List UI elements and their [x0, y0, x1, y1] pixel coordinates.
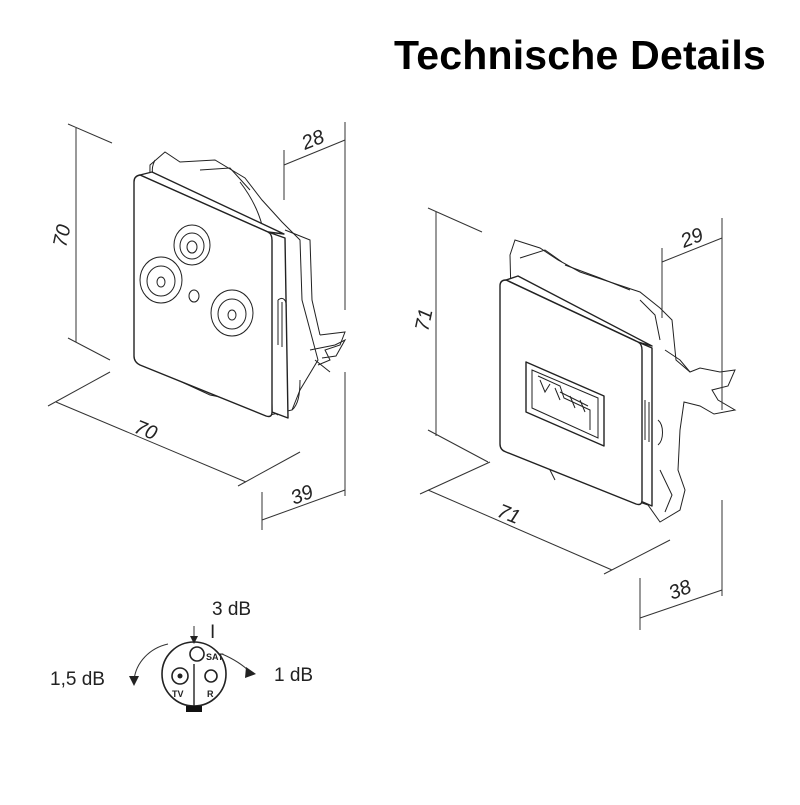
left-width-label: 70 [131, 416, 160, 445]
port-tv-label: TV [172, 689, 184, 699]
top-marker-label: I [210, 622, 215, 643]
top-loss-label: 3 dB [212, 599, 251, 620]
left-dimension-lines [47, 122, 346, 530]
port-sat-label: SAT [206, 652, 224, 662]
port-r-label: R [207, 689, 214, 699]
right-loss-label: 1 dB [274, 665, 313, 686]
left-height-label: 70 [49, 223, 75, 249]
page-title: Technische Details [394, 32, 766, 78]
right-depth-top-label: 29 [677, 224, 707, 253]
right-height-label: 71 [411, 307, 437, 333]
left-loss-label: 1,5 dB [50, 669, 105, 690]
antenna-socket-drawing [133, 151, 347, 419]
right-width-label: 71 [494, 500, 523, 529]
right-dimension-lines [419, 207, 723, 630]
left-depth-bottom-label: 39 [288, 481, 317, 510]
data-socket-drawing [499, 239, 737, 523]
signal-loss-diagram [129, 626, 256, 712]
right-depth-bottom-label: 38 [666, 576, 695, 605]
left-depth-top-label: 28 [298, 126, 328, 155]
